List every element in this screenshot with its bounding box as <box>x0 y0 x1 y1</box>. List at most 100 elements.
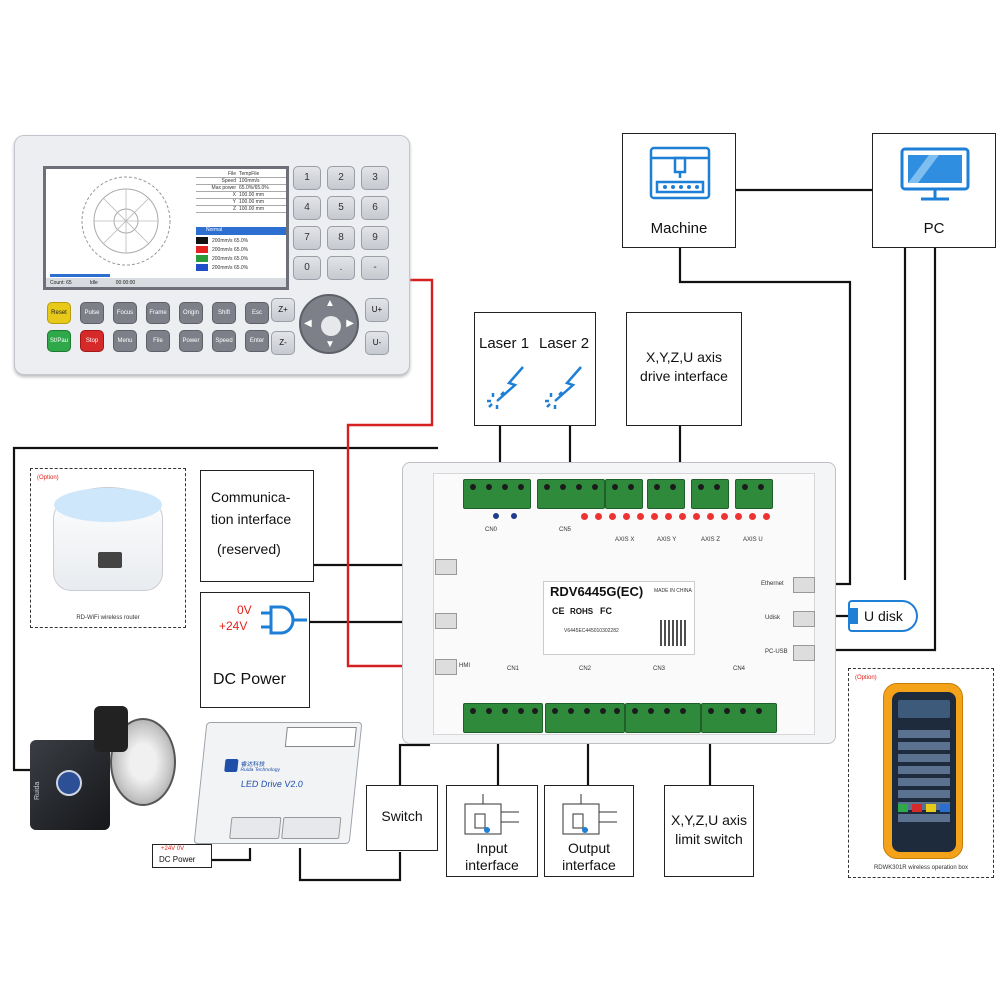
key-focus[interactable]: Focus <box>113 302 137 324</box>
terminal-axis-y[interactable] <box>647 479 685 509</box>
handheld-face <box>892 692 956 852</box>
handheld-green-key[interactable] <box>898 804 908 812</box>
udisk-device: U disk <box>848 600 918 632</box>
panel-keys-row2: St/Pau Stop Menu File Power Speed Enter <box>47 330 307 352</box>
port-comm[interactable] <box>435 559 457 575</box>
led-terminal-left[interactable] <box>229 817 282 839</box>
terminal-axis-x[interactable] <box>605 479 643 509</box>
laser-beam-icon <box>545 366 582 409</box>
wire-rotary <box>12 446 438 772</box>
usb-port-icon <box>98 552 122 568</box>
arrow-right-icon[interactable]: ▶ <box>346 318 354 329</box>
key-enter[interactable]: Enter <box>245 330 269 352</box>
rotary-gearbox: Ruida <box>30 740 110 830</box>
laser-block: Laser 1 Laser 2 <box>474 312 596 426</box>
qr-code-icon <box>660 620 686 646</box>
info-key: File <box>227 171 236 177</box>
key-origin[interactable]: Origin <box>179 302 203 324</box>
numpad-key[interactable]: 4 <box>293 196 321 220</box>
key-pulse[interactable]: Pulse <box>80 302 104 324</box>
key-menu[interactable]: Menu <box>113 330 137 352</box>
numpad-key[interactable]: 0 <box>293 256 321 280</box>
port-ethernet-label: Ethernet <box>761 581 784 587</box>
handheld-blue-key[interactable] <box>940 804 950 812</box>
arrow-up-icon[interactable]: ▲ <box>325 298 335 309</box>
key-file[interactable]: File <box>146 330 170 352</box>
numpad-key[interactable]: 6 <box>361 196 389 220</box>
port-pcusb[interactable] <box>793 645 815 661</box>
fc-mark: FC <box>600 606 612 616</box>
wifi-router-option: (Option) RD-WiFi wireless router <box>30 468 186 628</box>
drive-interface-block: X,Y,Z,U axis drive interface <box>626 312 742 426</box>
terminal-laser2[interactable] <box>537 479 605 509</box>
key-speed[interactable]: Speed <box>212 330 236 352</box>
status-time: 00:00:00 <box>115 279 136 286</box>
info-value: 65.0%/65.0% <box>239 185 269 191</box>
handheld-caption: RDWK301R wireless operation box <box>873 865 969 871</box>
status-idle: Idle <box>89 279 98 286</box>
direction-pad[interactable]: ▲ ▼ ◀ ▶ <box>299 294 359 354</box>
led-brand-en: Ruida Technology <box>240 767 281 773</box>
terminal-axis-z[interactable] <box>691 479 729 509</box>
key-u-plus[interactable]: U+ <box>365 298 389 322</box>
key-start-pause[interactable]: St/Pau <box>47 330 71 352</box>
terminal-cn2[interactable] <box>545 703 625 733</box>
terminal-axis-u[interactable] <box>735 479 773 509</box>
key-reset[interactable]: Reset <box>47 302 71 324</box>
arrow-left-icon[interactable]: ◀ <box>304 318 312 329</box>
numpad-key[interactable]: 8 <box>327 226 355 250</box>
numpad-key[interactable]: 1 <box>293 166 321 190</box>
comm-label-line2: tion interface <box>211 511 292 527</box>
dpad-center-button[interactable] <box>321 316 341 336</box>
key-frame[interactable]: Frame <box>146 302 170 324</box>
info-value: TempFile <box>239 171 260 177</box>
terminal-cn1[interactable] <box>463 703 543 733</box>
wire-hmi <box>346 278 438 668</box>
wire-switch <box>298 848 402 882</box>
router-top <box>54 488 162 522</box>
pc-label: PC <box>923 220 945 237</box>
output-label-line2: interface <box>562 857 616 873</box>
handheld-yellow-key[interactable] <box>926 804 936 812</box>
port-ethernet[interactable] <box>793 577 815 593</box>
board-cn-label: CN3 <box>653 666 666 672</box>
key-esc[interactable]: Esc <box>245 302 269 324</box>
key-z-minus[interactable]: Z- <box>271 331 295 355</box>
layer-item: 200mm/s 65.0% <box>212 237 249 244</box>
numpad-key[interactable]: . <box>327 256 355 280</box>
led-terminal-right[interactable] <box>281 817 342 839</box>
handheld-red-key[interactable] <box>912 804 922 812</box>
numpad-key[interactable]: 5 <box>327 196 355 220</box>
board-made-in: MADE IN CHINA <box>654 588 692 594</box>
screen-status-bar: Count: 65 Idle 00:00:00 <box>46 278 286 287</box>
led-drive-title: LED Drive V2.0 <box>240 779 304 789</box>
numpad-key[interactable]: 3 <box>361 166 389 190</box>
port-udisk[interactable] <box>793 611 815 627</box>
rotary-brand-badge <box>56 770 82 796</box>
led-drive-table <box>284 727 357 747</box>
key-stop[interactable]: Stop <box>80 330 104 352</box>
port-hmi[interactable] <box>435 659 457 675</box>
key-u-minus[interactable]: U- <box>365 331 389 355</box>
key-z-plus[interactable]: Z+ <box>271 298 295 322</box>
key-shift[interactable]: Shift <box>212 302 236 324</box>
limit-label-line1: X,Y,Z,U axis <box>671 812 747 828</box>
led-row <box>581 513 771 521</box>
board-label-sticker: RDV6445G(EC) MADE IN CHINA CE ROHS FC V6… <box>543 581 695 655</box>
info-key: Speed <box>221 178 236 184</box>
key-power[interactable]: Power <box>179 330 203 352</box>
terminal-cn4[interactable] <box>701 703 777 733</box>
wire-led-power <box>212 848 252 862</box>
numpad-key[interactable]: 9 <box>361 226 389 250</box>
terminal-cn3[interactable] <box>625 703 701 733</box>
numpad-key[interactable]: 2 <box>327 166 355 190</box>
arrow-down-icon[interactable]: ▼ <box>325 339 335 350</box>
port-power[interactable] <box>435 613 457 629</box>
router-body <box>53 487 163 591</box>
numpad-key[interactable]: 7 <box>293 226 321 250</box>
led-power-line1: +24V 0V <box>161 846 185 852</box>
numpad-key[interactable]: - <box>361 256 389 280</box>
terminal-laser1[interactable] <box>463 479 531 509</box>
